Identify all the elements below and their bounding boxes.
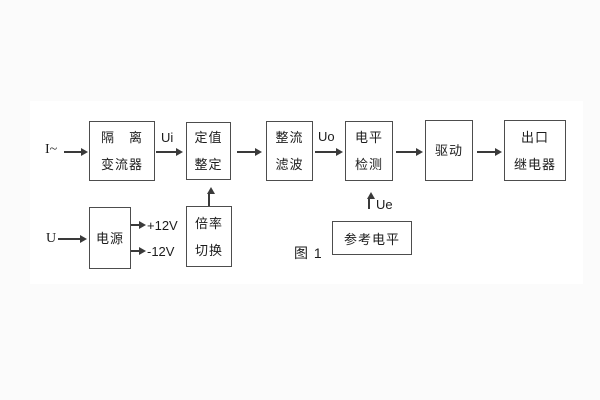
block-label: 滤波 [275, 157, 304, 172]
arrow-setting-to-rectifier [237, 148, 262, 156]
block-label: 整定 [194, 157, 223, 172]
block-label: 隔 离 [100, 130, 143, 145]
block-label: 电平 [354, 130, 383, 145]
arrow-power-to-minus12v [131, 247, 146, 255]
arrow-rectifier-to-level [315, 148, 343, 156]
signal-label-ui: Ui [161, 130, 174, 145]
rail-label-plus12v: +12V [147, 218, 178, 233]
block-label: 出口 [520, 129, 549, 145]
current-input-label: I~ [45, 142, 58, 157]
block-label: 倍率 [194, 215, 223, 231]
signal-label-uo: Uo [318, 129, 335, 144]
block-label: 参考电平 [343, 231, 400, 247]
arrow-power-to-plus12v [131, 221, 146, 229]
block-rectifier-filter: 整流 滤波 [266, 121, 313, 181]
rail-label-minus12v: -12V [147, 244, 175, 259]
block-driver: 驱动 [425, 120, 473, 181]
block-label: 整流 [275, 130, 304, 145]
block-reference-level: 参考电平 [332, 221, 412, 255]
voltage-input-label: U [46, 231, 57, 246]
block-label: 驱动 [434, 143, 463, 158]
block-setting-adjust: 定值 整定 [186, 122, 231, 180]
arrow-current-to-isolation [64, 148, 88, 156]
arrow-reference-to-level [367, 192, 375, 209]
block-power-supply: 电源 [89, 207, 131, 269]
block-label: 检测 [354, 157, 383, 172]
figure-caption: 图 1 [294, 245, 323, 261]
block-label: 定值 [194, 130, 223, 145]
arrow-level-to-driver [396, 148, 423, 156]
block-ratio-switch: 倍率 切换 [186, 206, 232, 267]
block-output-relay: 出口 继电器 [504, 120, 566, 181]
block-level-detector: 电平 检测 [345, 121, 393, 181]
block-label: 电源 [95, 230, 124, 246]
arrow-driver-to-output [477, 148, 502, 156]
signal-label-ue: Ue [376, 197, 393, 212]
block-label: 变流器 [100, 157, 143, 172]
block-label: 继电器 [513, 156, 556, 172]
arrow-voltage-to-power [58, 235, 87, 243]
arrow-isolation-to-setting [156, 148, 183, 156]
block-isolation-transformer: 隔 离 变流器 [89, 121, 155, 181]
arrow-ratio-to-setting [207, 187, 215, 206]
block-label: 切换 [194, 242, 223, 258]
